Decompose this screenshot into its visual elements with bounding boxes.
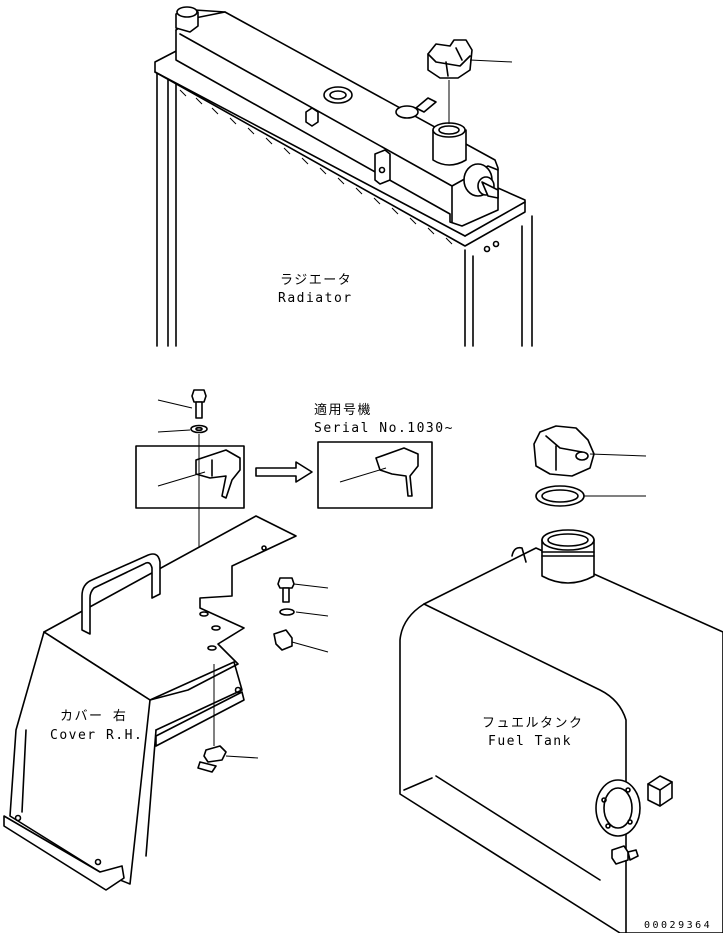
serial-label-en: Serial No.1030~ — [314, 421, 454, 436]
fuel-tank-assembly: フュエルタンク Fuel Tank — [399, 425, 723, 933]
fuel-tank-label-en: Fuel Tank — [488, 734, 572, 749]
fuel-tank-label-jp: フュエルタンク — [482, 716, 584, 731]
drawing-number: 00029364 — [644, 920, 712, 931]
radiator-assembly: ラジエータ Radiator — [154, 6, 533, 347]
cover-label-en: Cover R.H. — [50, 728, 143, 743]
serial-label-jp: 適用号機 — [314, 402, 372, 418]
cover-label-jp: カバー 右 — [60, 709, 127, 724]
radiator-label-en: Radiator — [278, 291, 353, 306]
radiator-label-jp: ラジエータ — [280, 273, 352, 288]
cover-rh-assembly: 適用号機 Serial No.1030~ — [3, 389, 454, 891]
